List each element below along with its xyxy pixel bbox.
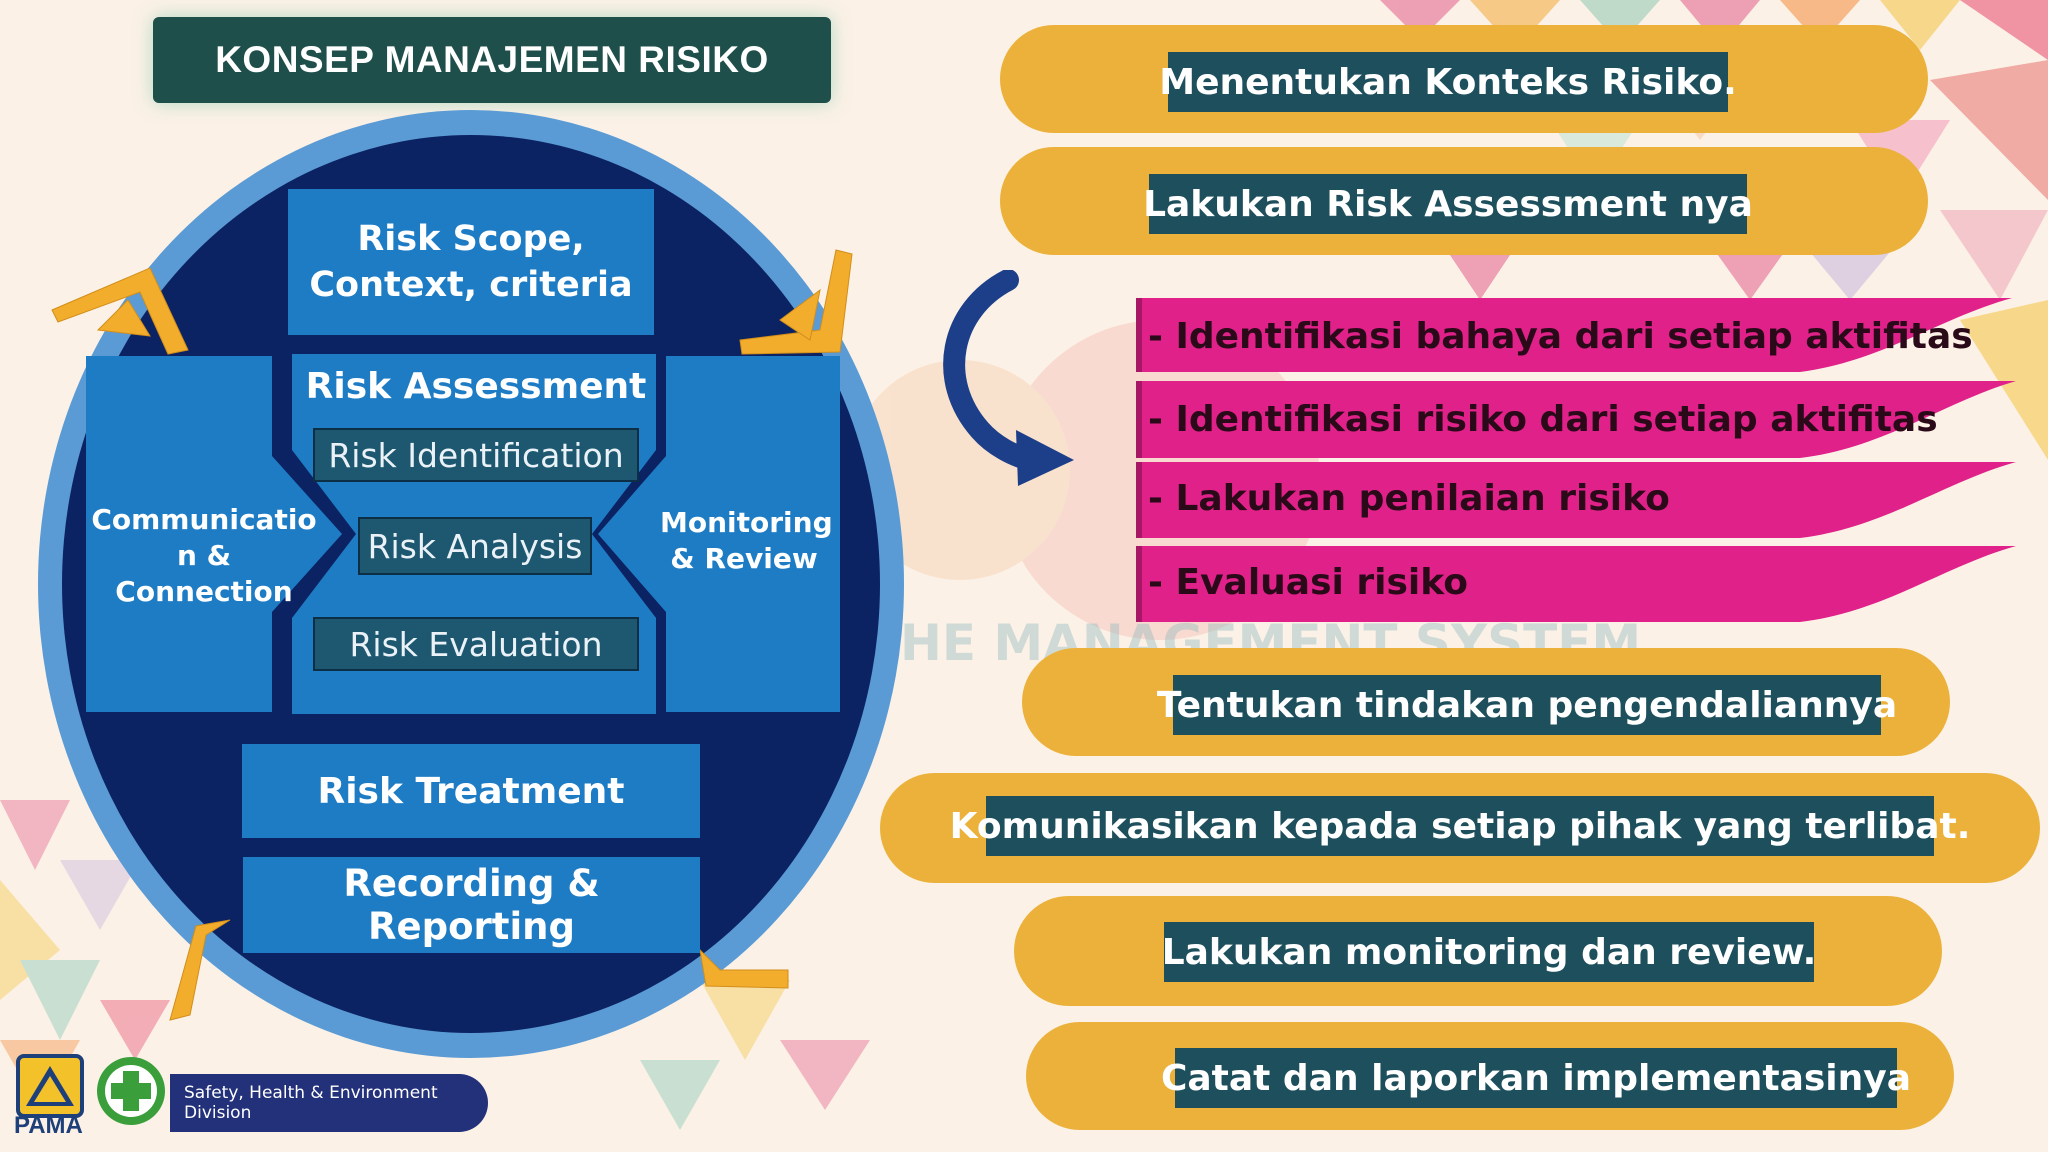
communication-block-shape xyxy=(86,356,342,712)
step-label-1: Menentukan Konteks Risiko. xyxy=(1159,52,1737,112)
sub-step-1: - Identifikasi bahaya dari setiap aktifi… xyxy=(1148,316,1973,357)
ribbon-1 xyxy=(1136,298,2012,372)
sub-step-4: - Evaluasi risiko xyxy=(1148,562,1468,603)
arrow-top-left-icon xyxy=(51,267,189,355)
recording-reporting-block: Recording & Reporting xyxy=(243,857,700,953)
step-label-4: Komunikasikan kepada setiap pihak yang t… xyxy=(950,796,1970,856)
step-label-5: Lakukan monitoring dan review. xyxy=(1162,922,1816,982)
arrow-bottom-right-icon xyxy=(699,948,789,989)
ribbon-3 xyxy=(1136,462,2016,538)
communication-label: Communicatio n & Connection xyxy=(91,503,317,608)
monitoring-label: Monitoring & Review xyxy=(660,506,833,575)
curved-arrow-icon xyxy=(943,270,1074,486)
ribbon-2 xyxy=(1136,381,2016,458)
step-label-6: Catat dan laporkan implementasinya xyxy=(1161,1048,1911,1108)
arrow-top-right-icon xyxy=(739,249,853,355)
step-label-3: Tentukan tindakan pengendaliannya xyxy=(1157,675,1897,735)
arrow-top-right-tip-icon xyxy=(779,288,821,341)
risk-treatment-block: Risk Treatment xyxy=(242,744,700,838)
risk-identification-box: Risk Identification xyxy=(313,428,639,482)
risk-scope-block: Risk Scope, Context, criteria xyxy=(288,189,654,335)
page-title: KONSEP MANAJEMEN RISIKO xyxy=(153,17,831,103)
pama-logo-icon xyxy=(16,1054,84,1118)
division-badge: Safety, Health & Environment Division xyxy=(170,1074,488,1132)
arrow-bottom-left-icon xyxy=(169,919,231,1021)
pama-logo-text: PAMA xyxy=(14,1112,83,1139)
step-label-2: Lakukan Risk Assessment nya xyxy=(1143,174,1753,234)
sub-step-3: - Lakukan penilaian risiko xyxy=(1148,478,1670,519)
risk-assessment-heading: Risk Assessment xyxy=(305,366,647,407)
arrow-top-left-tip-icon xyxy=(96,299,151,337)
health-cross-logo-icon xyxy=(97,1057,165,1125)
monitoring-block-shape xyxy=(598,356,840,712)
risk-evaluation-box: Risk Evaluation xyxy=(313,617,639,671)
ribbon-4 xyxy=(1136,546,2016,622)
risk-analysis-box: Risk Analysis xyxy=(358,517,592,575)
sub-step-2: - Identifikasi risiko dari setiap aktifi… xyxy=(1148,399,1938,440)
